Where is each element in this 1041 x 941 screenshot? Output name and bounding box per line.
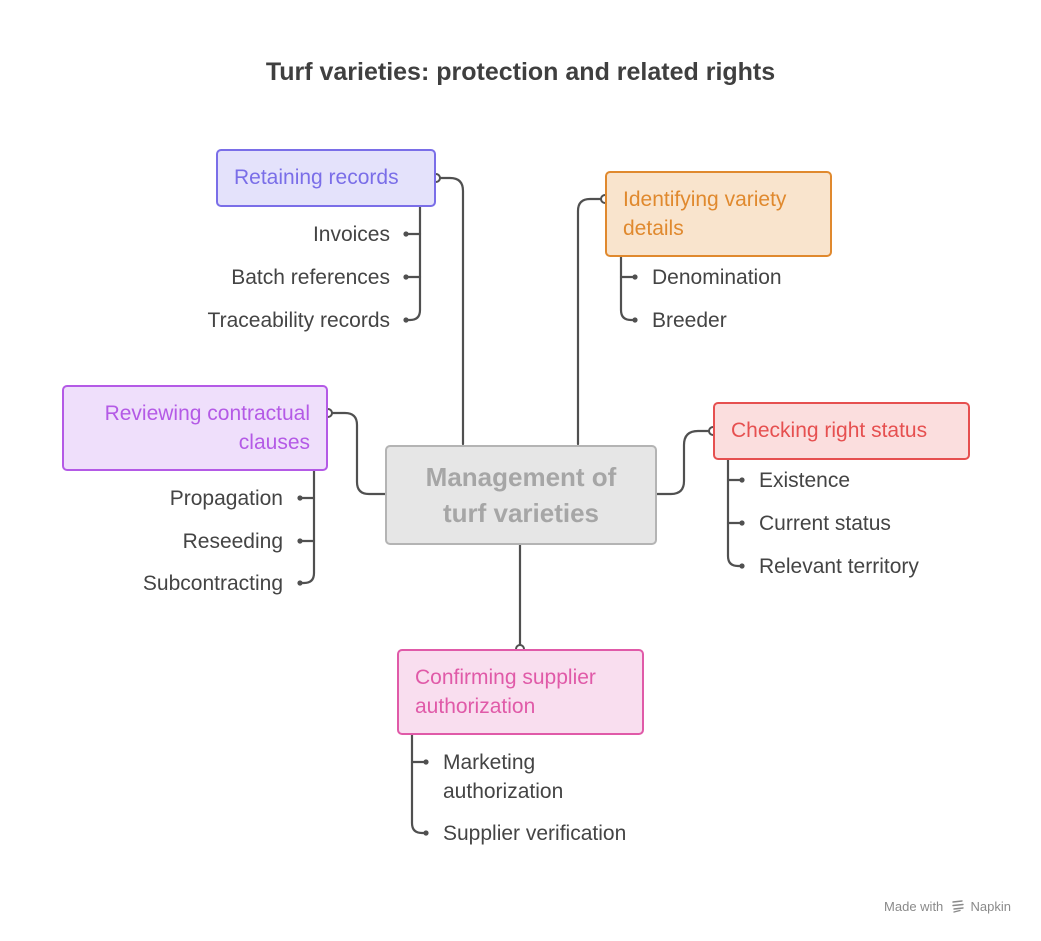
node-label-line1: Identifying variety — [623, 188, 787, 211]
list-item: Invoices — [312, 223, 390, 246]
node-reviewing-contractual-clauses[interactable]: Reviewing contractual clauses — [62, 385, 328, 471]
made-with-label: Made with — [884, 899, 944, 914]
diagram-title: Turf varieties: protection and related r… — [265, 58, 776, 86]
node-label-line1: Confirming supplier — [415, 666, 596, 689]
node-confirming-supplier-authorization[interactable]: Confirming supplier authorization — [397, 649, 644, 735]
node-retaining-records[interactable]: Retaining records — [216, 149, 436, 207]
node-label: Checking right status — [731, 419, 928, 442]
list-item: Existence — [759, 469, 851, 492]
list-item: Traceability records — [207, 309, 390, 332]
napkin-logo-icon — [952, 900, 964, 913]
list-item-line2: authorization — [443, 780, 564, 803]
list-item: Current status — [759, 512, 891, 535]
list-item: Relevant territory — [759, 555, 919, 578]
list-item: Reseeding — [182, 530, 283, 553]
list-item: Batch references — [231, 266, 390, 289]
list-item: Propagation — [169, 487, 283, 510]
list-item-line1: Marketing — [443, 751, 536, 774]
node-label-line1: Reviewing contractual — [104, 402, 310, 425]
list-item: Denomination — [652, 266, 782, 289]
napkin-brand-label: Napkin — [970, 899, 1011, 914]
node-label: Retaining records — [234, 166, 399, 189]
node-checking-right-status[interactable]: Checking right status — [713, 402, 970, 460]
list-item: Subcontracting — [142, 572, 283, 595]
node-identifying-variety-details[interactable]: Identifying variety details — [605, 171, 832, 257]
node-label-line2: clauses — [238, 431, 310, 454]
list-item: Supplier verification — [443, 822, 627, 845]
list-item: Breeder — [652, 309, 727, 332]
made-with-napkin-footer: Made with Napkin — [884, 899, 1011, 914]
central-topic-line2: turf varieties — [442, 498, 600, 528]
node-label-line2: details — [623, 217, 684, 240]
central-topic-line1: Management of — [425, 462, 617, 492]
list-item: Marketing authorization — [443, 748, 563, 806]
central-topic-node[interactable]: Management of turf varieties — [385, 445, 657, 545]
node-label-line2: authorization — [415, 695, 536, 718]
